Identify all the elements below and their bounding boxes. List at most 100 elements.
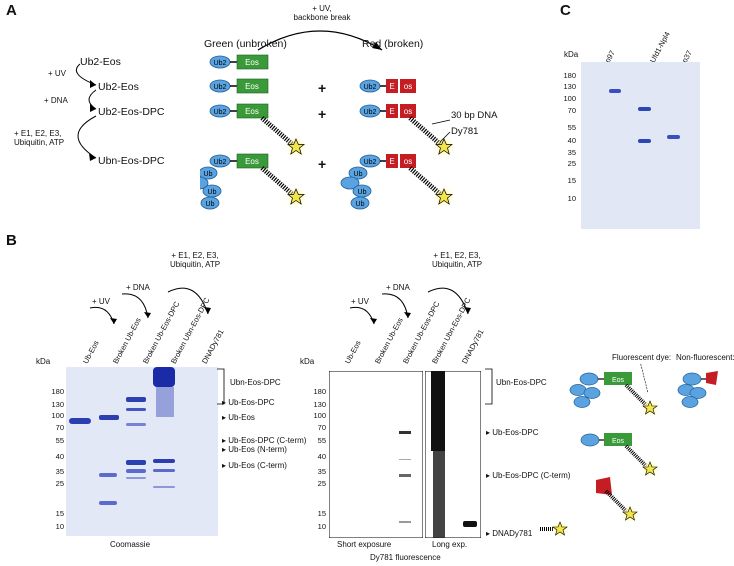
c-marker-10: 10 xyxy=(567,194,576,203)
col-red-title: Red (broken) xyxy=(362,38,424,50)
b-step-uv-left: + UV xyxy=(92,297,111,306)
bf-kda: kDa xyxy=(300,357,315,366)
b-marker-100: 100 xyxy=(51,411,64,420)
uv-break-label: + UV, backbone break xyxy=(293,4,351,22)
plus-3: + xyxy=(318,156,327,172)
c-marker-130: 130 xyxy=(563,82,576,91)
b-marker-25: 25 xyxy=(55,479,64,488)
species-3: Ub2-Eos-DPC xyxy=(98,106,165,118)
coom-label-eos-cterm: ▸ Ub-Eos (C-term) xyxy=(222,461,287,470)
svg-text:Ub2: Ub2 xyxy=(214,159,227,166)
species-4: Ubn-Eos-DPC xyxy=(98,155,165,167)
b-step-ubiq-right: + E1, E2, E3, Ubiquitin, ATP xyxy=(431,251,483,269)
coom-label-dpc: ▸ Ub-Eos-DPC xyxy=(222,398,275,407)
b-step-uv-right: + UV xyxy=(351,297,370,306)
coom-label-ubn: Ubn-Eos-DPC xyxy=(230,378,281,387)
bf-marker-70: 70 xyxy=(317,423,326,432)
b-lane-5: DNADy781 xyxy=(200,327,226,366)
long-exposure-gel xyxy=(425,371,481,538)
coomassie-label: Coomassie xyxy=(110,540,151,549)
bf-lane-1: Ub-Eos xyxy=(343,338,363,366)
svg-text:Ub: Ub xyxy=(206,201,215,208)
panel-c-kda: kDa xyxy=(564,50,579,59)
panel-a-letter: A xyxy=(6,2,17,19)
panel-c-letter: C xyxy=(560,2,571,19)
bf-marker-100: 100 xyxy=(313,411,326,420)
c-band-ufd1 xyxy=(638,107,651,111)
bf-marker-130: 130 xyxy=(313,400,326,409)
svg-text:Eos: Eos xyxy=(245,58,259,67)
b-step-dna-right: + DNA xyxy=(386,283,410,292)
svg-text:E: E xyxy=(389,157,394,166)
svg-text:Ub: Ub xyxy=(356,201,365,208)
panel-c-lane-2: Ufd1-Npl4 xyxy=(648,30,672,65)
short-exposure-gel xyxy=(329,371,423,538)
b-marker-10: 10 xyxy=(55,522,64,531)
c-band-p97 xyxy=(609,89,621,93)
c-marker-55: 55 xyxy=(567,123,576,132)
c-band-npl4 xyxy=(638,139,651,143)
step-ubiq: + E1, E2, E3, Ubiquitin, ATP xyxy=(14,129,65,147)
short-exp-label: Short exposure xyxy=(337,540,392,549)
c-marker-15: 15 xyxy=(567,176,576,185)
uv-break-arrow xyxy=(257,30,383,51)
fluor-label-ubn: Ubn-Eos-DPC xyxy=(496,378,547,387)
bf-marker-55: 55 xyxy=(317,436,326,445)
coom-label-eos: ▸ Ub-Eos xyxy=(222,413,255,422)
c-marker-40: 40 xyxy=(567,136,576,145)
ub2-eos-dpc-red: Ub2 E os xyxy=(359,104,455,158)
legend-nonfluorescent: Non-fluorescent: xyxy=(676,353,734,362)
legend-fluorescent: Fluorescent dye: xyxy=(612,353,672,362)
ubn-eos-dpc-red: Ub2 Ub Ub Ub E os xyxy=(340,154,455,210)
bf-marker-10: 10 xyxy=(317,522,326,531)
svg-text:Ub: Ub xyxy=(354,171,363,178)
svg-text:os: os xyxy=(404,82,412,91)
fluor-bracket xyxy=(485,368,493,405)
plus-1: + xyxy=(318,80,327,96)
svg-text:Ub2: Ub2 xyxy=(214,84,227,91)
svg-text:Ub: Ub xyxy=(358,189,367,196)
step-arrows xyxy=(76,63,97,161)
c-band-p37 xyxy=(667,135,680,139)
c-marker-25: 25 xyxy=(567,159,576,168)
b-arrows-left xyxy=(89,287,211,325)
legend-dna-dye xyxy=(540,520,569,538)
ubn-eos-dpc-green: Ub2 Ub Ub Ub Eos xyxy=(200,153,307,210)
schematic-constructs: Ub2 Eos Ub2 Eos Ub2 E os Ub2 xyxy=(200,54,455,210)
species-2: Ub2-Eos xyxy=(98,81,139,93)
panel-c-gel xyxy=(581,62,700,229)
bf-marker-15: 15 xyxy=(317,509,326,518)
b-step-dna-left: + DNA xyxy=(126,283,150,292)
bf-marker-40: 40 xyxy=(317,452,326,461)
b-marker-70: 70 xyxy=(55,423,64,432)
step-uv: + UV xyxy=(48,69,67,78)
fluor-label-dpc: ▸ Ub-Eos-DPC xyxy=(486,428,539,437)
b-marker-55: 55 xyxy=(55,436,64,445)
b-kda-left: kDa xyxy=(36,357,51,366)
svg-text:E: E xyxy=(389,82,394,91)
dna-label: 30 bp DNA xyxy=(451,110,498,121)
bf-marker-35: 35 xyxy=(317,467,326,476)
svg-text:Ub2: Ub2 xyxy=(364,84,377,91)
legend-schematics: Eos Eos xyxy=(540,363,718,538)
bf-marker-180: 180 xyxy=(313,387,326,396)
svg-text:os: os xyxy=(404,157,412,166)
plus-2: + xyxy=(318,106,327,122)
c-marker-100: 100 xyxy=(563,94,576,103)
svg-text:Ub: Ub xyxy=(204,171,213,178)
b-marker-40: 40 xyxy=(55,452,64,461)
b-marker-15: 15 xyxy=(55,509,64,518)
b-step-ubiq-left: + E1, E2, E3, Ubiquitin, ATP xyxy=(169,251,221,269)
b-lane-1: Ub-Eos xyxy=(81,338,101,366)
coomassie-bracket xyxy=(217,368,225,405)
ub2-eos-red-row2: Ub2 E os xyxy=(359,79,416,93)
coom-label-eos-nterm: ▸ Ub-Eos (N-term) xyxy=(222,445,287,454)
legend-ubn-nonfluor xyxy=(677,371,718,408)
panel-b-letter: B xyxy=(6,232,17,249)
ub2-eos-dpc-green: Ub2 Eos xyxy=(209,103,307,158)
coomassie-gel xyxy=(66,367,218,536)
b-marker-35: 35 xyxy=(55,467,64,476)
c-marker-70: 70 xyxy=(567,106,576,115)
b-arrows-right xyxy=(349,287,471,325)
b-marker-180: 180 xyxy=(51,387,64,396)
